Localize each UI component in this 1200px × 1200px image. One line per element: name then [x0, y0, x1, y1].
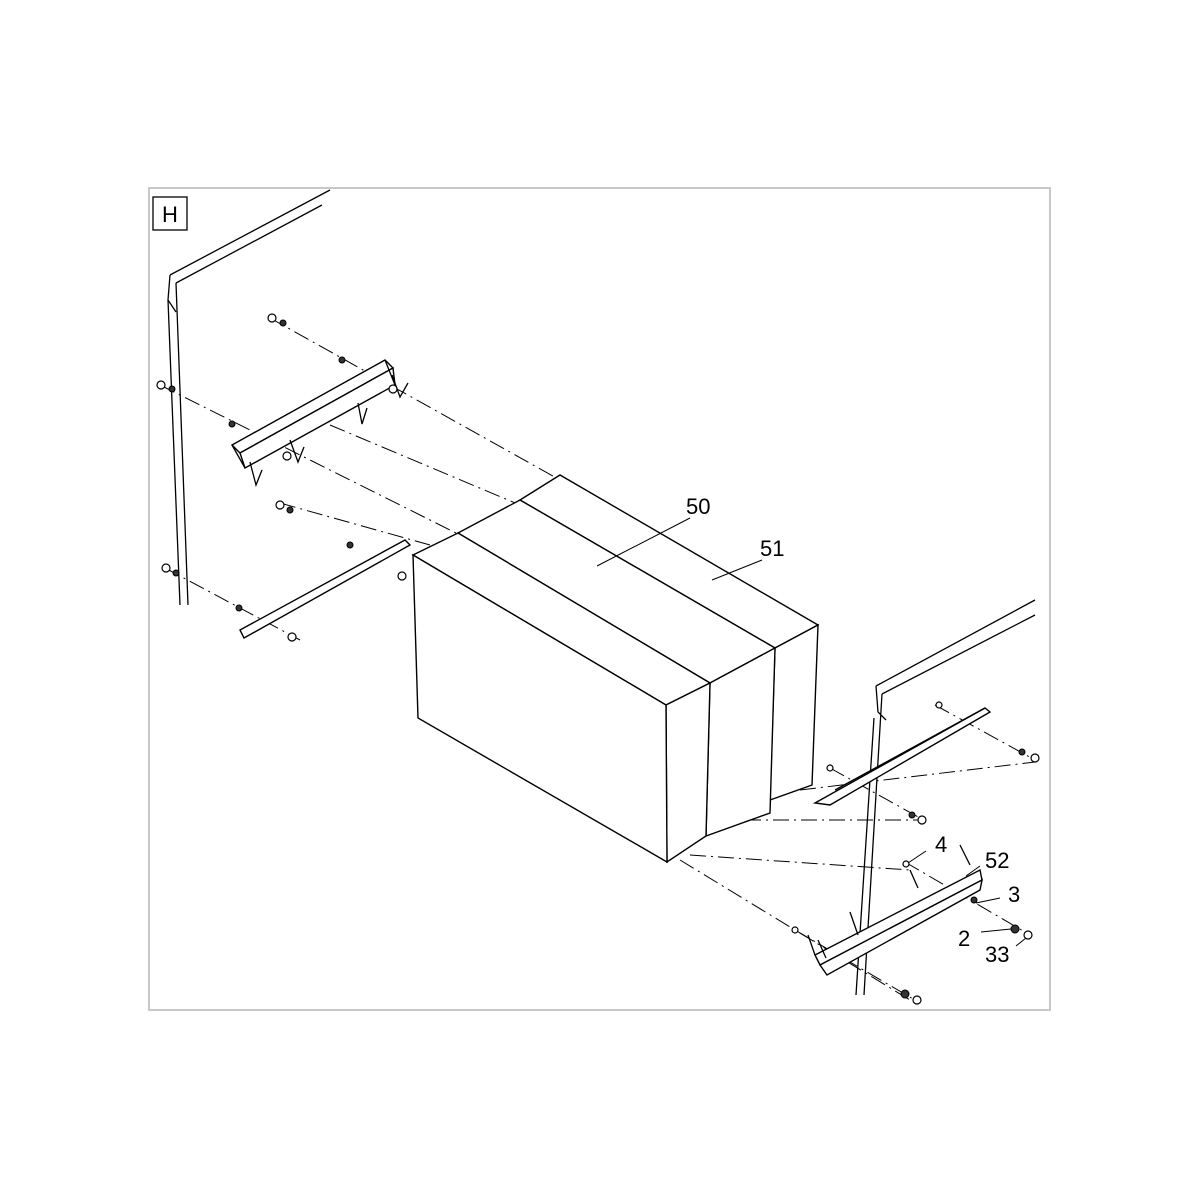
bracket-52 [807, 844, 983, 976]
callout-4: 4 [907, 832, 947, 864]
callout-2: 2 [958, 926, 1012, 951]
callout-3: 3 [975, 882, 1020, 907]
view-label: H [162, 202, 178, 227]
alignment-lines [159, 317, 1036, 1001]
box-front [411, 532, 712, 864]
callout-52: 52 [965, 848, 1009, 877]
svg-text:4: 4 [935, 832, 947, 857]
callout-51: 51 [711, 536, 784, 581]
svg-text:33: 33 [985, 942, 1009, 967]
view-label-box: H [152, 196, 188, 231]
svg-text:52: 52 [985, 848, 1009, 873]
bracket-upper-left [230, 359, 409, 488]
svg-text:50: 50 [686, 494, 710, 519]
angle-right [812, 707, 992, 806]
right-side-panel [855, 599, 1036, 996]
callout-33: 33 [985, 937, 1027, 967]
angle-lower-left [239, 539, 412, 642]
box-50 [456, 499, 777, 838]
callout-50: 50 [596, 494, 710, 567]
svg-text:2: 2 [958, 926, 970, 951]
left-side-panel [167, 189, 331, 606]
svg-text:3: 3 [1008, 882, 1020, 907]
box-51 [518, 474, 820, 802]
diagram-frame [148, 187, 1051, 1011]
svg-text:51: 51 [760, 536, 784, 561]
fasteners [156, 313, 1040, 1005]
